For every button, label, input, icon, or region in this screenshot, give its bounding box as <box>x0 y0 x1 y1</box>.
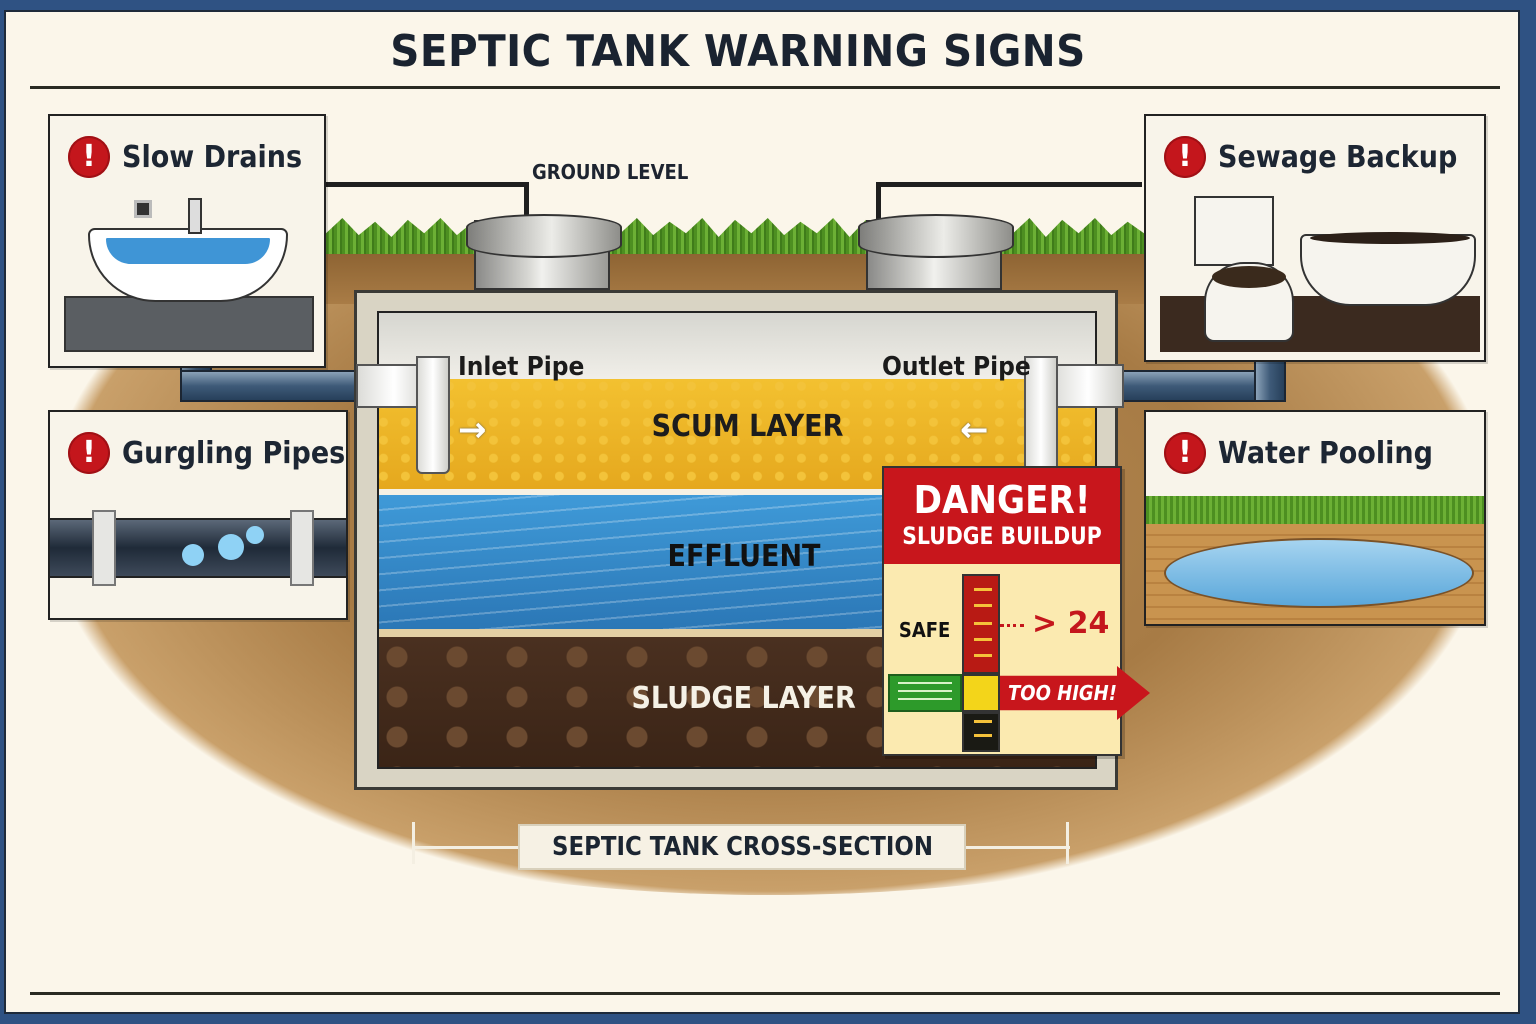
poster-title: SEPTIC TANK WARNING SIGNS <box>390 26 1086 77</box>
ground-leader-line-right <box>876 182 1142 187</box>
warning-exclamation-icon: ! <box>68 136 110 178</box>
warning-card-gurgling-pipes: ! Gurgling Pipes <box>48 410 348 620</box>
sludge-gauge-black-zone <box>962 712 1000 752</box>
access-riser-right <box>858 214 1014 290</box>
warning-exclamation-icon: ! <box>1164 432 1206 474</box>
warning-exclamation-icon: ! <box>1164 136 1206 178</box>
scum-layer-label: SCUM LAYER <box>651 409 844 444</box>
dimension-cap-left <box>412 822 415 864</box>
pipe-bubbles-icon <box>50 508 346 608</box>
warning-card-slow-drains: ! Slow Drains <box>48 114 326 368</box>
caption-text: SEPTIC TANK CROSS-SECTION <box>551 832 933 862</box>
warning-title: Water Pooling <box>1218 435 1433 471</box>
danger-header: DANGER! SLUDGE BUILDUP <box>884 468 1120 564</box>
warning-card-water-pooling: ! Water Pooling <box>1144 410 1486 626</box>
effluent-label: EFFLUENT <box>667 539 821 574</box>
outlet-pipe-elbow <box>1052 364 1124 408</box>
danger-subtitle: SLUDGE BUILDUP <box>902 522 1102 550</box>
inlet-feed-pipe <box>180 370 370 402</box>
safe-level-marker <box>888 674 962 712</box>
warning-title: Slow Drains <box>122 139 303 175</box>
sludge-level-value: > 24 <box>1032 606 1110 641</box>
warning-title: Gurgling Pipes <box>122 435 346 471</box>
cross-section-caption: SEPTIC TANK CROSS-SECTION <box>518 824 966 870</box>
warning-title: Sewage Backup <box>1218 139 1458 175</box>
inlet-flow-arrow-icon: → <box>458 410 487 450</box>
danger-title: DANGER! <box>913 478 1091 522</box>
top-divider <box>30 86 1500 89</box>
outlet-pipe-label: Outlet Pipe <box>882 352 1031 382</box>
sludge-layer-label: SLUDGE LAYER <box>631 681 856 716</box>
outlet-tee-drop <box>1024 356 1058 474</box>
sink-icon <box>64 188 314 358</box>
danger-sign: DANGER! SLUDGE BUILDUP SAFE > 24 TOO HIG… <box>882 466 1150 756</box>
bottom-divider <box>30 992 1500 995</box>
yard-puddle-icon <box>1146 496 1484 624</box>
warning-card-sewage-backup: ! Sewage Backup <box>1144 114 1486 362</box>
safe-label: SAFE <box>898 618 951 642</box>
ground-leader-line-left <box>326 182 526 187</box>
access-riser-left <box>466 214 622 290</box>
air-space <box>379 313 1095 383</box>
sludge-gauge-yellow-zone <box>962 674 1000 712</box>
inlet-pipe-label: Inlet Pipe <box>458 352 585 382</box>
outlet-flow-arrow-icon: ← <box>960 410 989 450</box>
ground-level-label: GROUND LEVEL <box>532 160 689 184</box>
level-pointer-line <box>1000 624 1024 627</box>
sludge-gauge-red-zone <box>962 574 1000 674</box>
dimension-cap-right <box>1066 822 1069 864</box>
too-high-label: TOO HIGH! <box>1008 681 1117 705</box>
warning-exclamation-icon: ! <box>68 432 110 474</box>
ground-leader-drop-right <box>876 182 881 222</box>
toilet-bathtub-icon <box>1160 186 1480 352</box>
inlet-tee-drop <box>416 356 450 474</box>
